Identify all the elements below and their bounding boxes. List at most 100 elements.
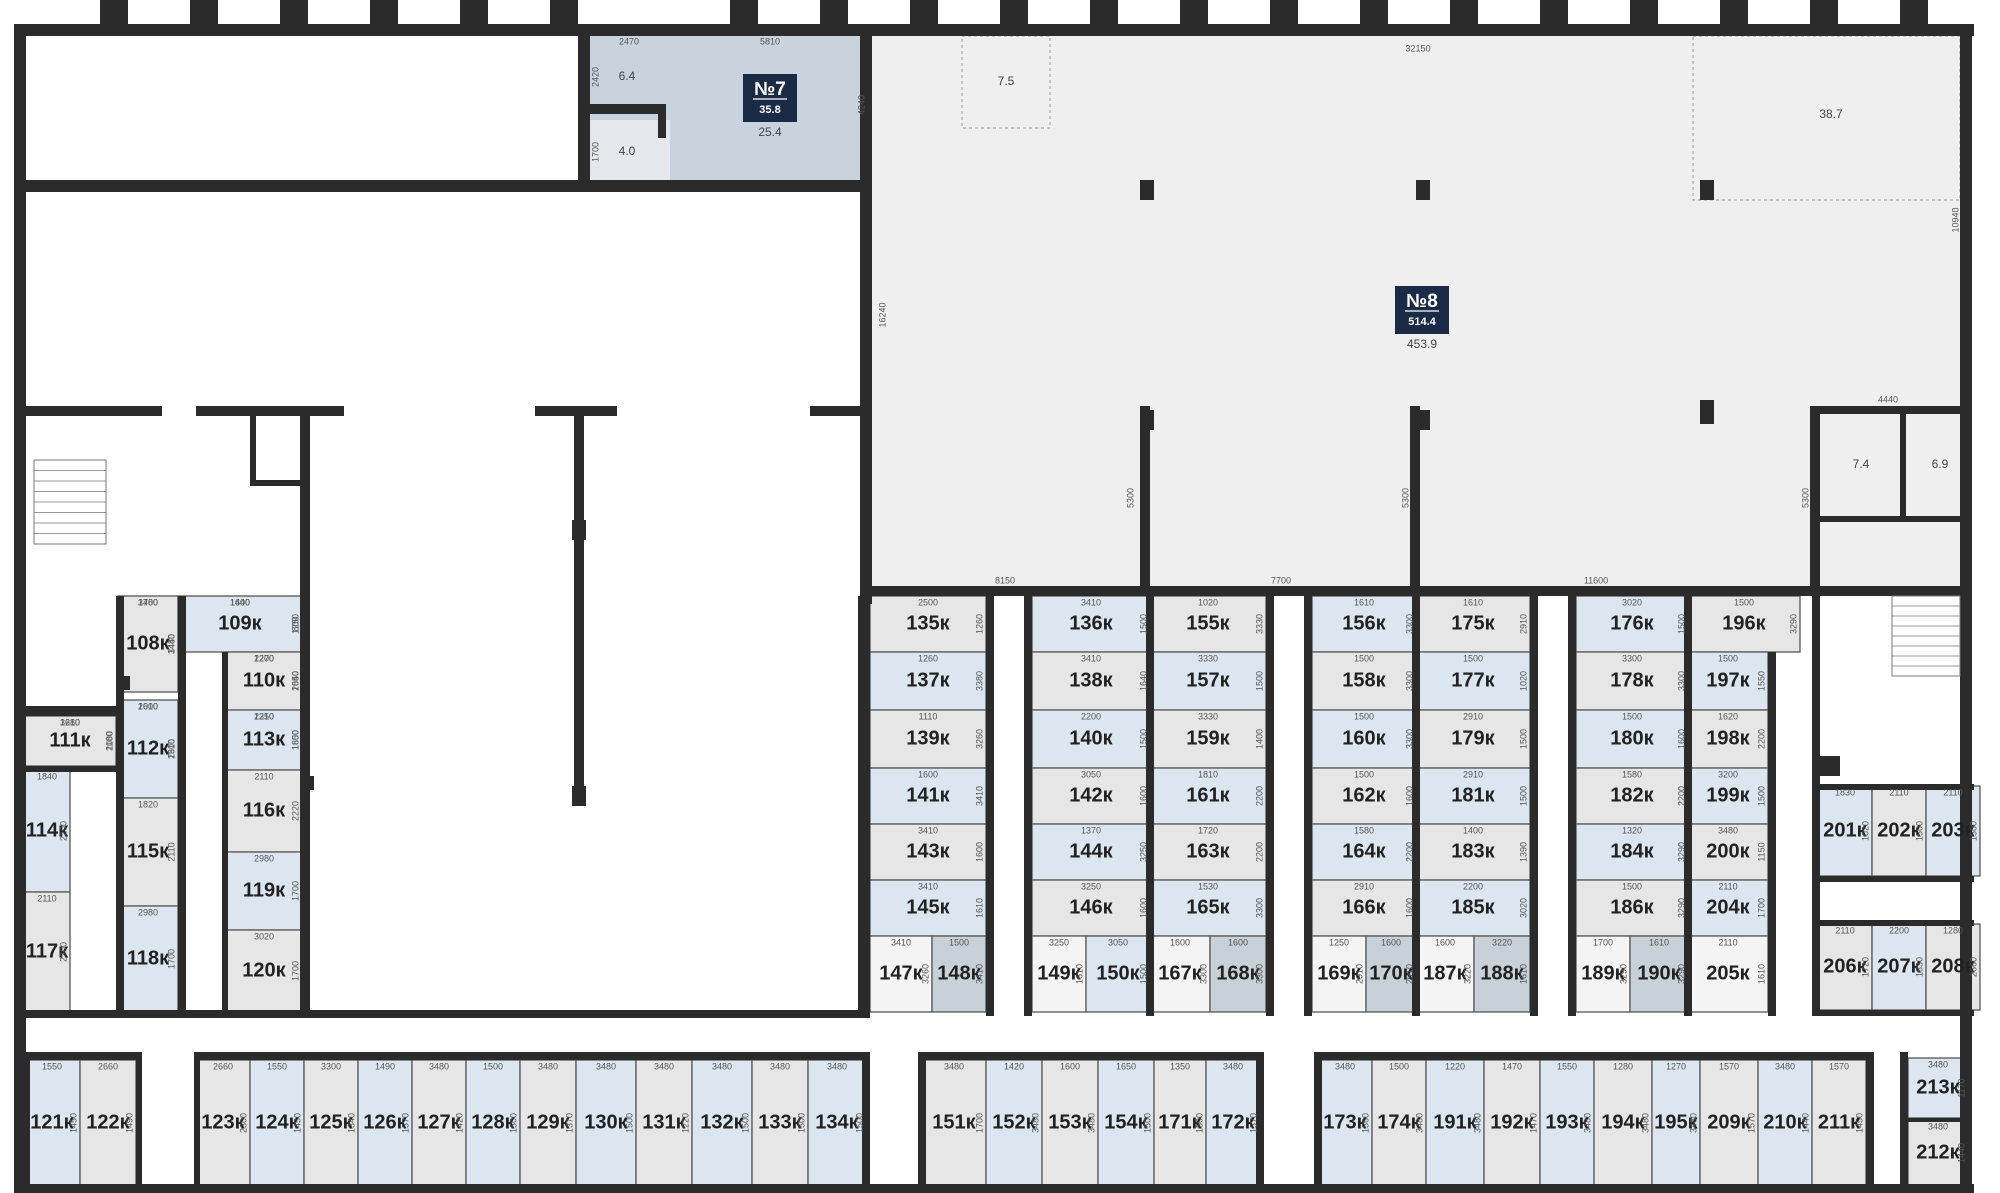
- wall-pier: [1090, 0, 1118, 30]
- storage-cell[interactable]: [635, 1059, 693, 1187]
- wall: [1140, 410, 1154, 430]
- storage-cell[interactable]: [1209, 935, 1267, 1013]
- storage-cell[interactable]: [1149, 879, 1267, 937]
- room-7-4[interactable]: [1822, 408, 1902, 520]
- storage-cell[interactable]: [23, 891, 71, 1013]
- storage-cell[interactable]: [1149, 651, 1267, 711]
- cell-dimension-label: 1820: [138, 799, 158, 809]
- wall-pier: [370, 0, 398, 30]
- storage-cell[interactable]: [1041, 1059, 1099, 1187]
- storage-cell[interactable]: [1687, 879, 1769, 937]
- cell-dimension-label: 3300: [1622, 653, 1642, 663]
- cell-label: 186к: [1610, 896, 1654, 918]
- storage-cell[interactable]: [921, 1059, 987, 1187]
- cell-dimension-label: 3300: [1254, 964, 1264, 984]
- wall: [1960, 24, 1972, 1193]
- storage-cell[interactable]: [1311, 651, 1417, 711]
- storage-cell[interactable]: [1687, 595, 1801, 653]
- cell-dimension-label: 3300: [1676, 671, 1686, 691]
- cell-label: 151к: [932, 1111, 976, 1133]
- storage-cell[interactable]: [1817, 923, 1873, 1011]
- storage-cell[interactable]: [1687, 651, 1769, 711]
- wall: [250, 406, 256, 486]
- dimension-label: 4440: [1878, 394, 1898, 404]
- storage-cell[interactable]: [1031, 709, 1151, 769]
- area-label: 6.9: [1932, 457, 1949, 471]
- storage-cell[interactable]: [1031, 935, 1087, 1013]
- storage-cell[interactable]: [1031, 767, 1151, 825]
- storage-cell[interactable]: [1365, 935, 1417, 1013]
- storage-cell[interactable]: [869, 935, 933, 1013]
- storage-cell[interactable]: [1415, 767, 1531, 825]
- storage-cell[interactable]: [117, 797, 179, 907]
- storage-cell[interactable]: [23, 1059, 81, 1187]
- storage-cell[interactable]: [1687, 767, 1769, 825]
- storage-cell[interactable]: [1085, 935, 1151, 1013]
- storage-cell[interactable]: [1757, 1059, 1813, 1187]
- storage-cell[interactable]: [1593, 1059, 1653, 1187]
- storage-cell[interactable]: [225, 769, 303, 853]
- room-6-9[interactable]: [1902, 408, 1970, 520]
- storage-cell[interactable]: [1415, 935, 1475, 1013]
- storage-cell[interactable]: [1311, 823, 1417, 881]
- storage-cell[interactable]: [195, 1059, 251, 1187]
- storage-cell[interactable]: [869, 767, 987, 825]
- storage-cell[interactable]: [1149, 823, 1267, 881]
- storage-cell[interactable]: [1031, 879, 1151, 937]
- storage-cell[interactable]: [177, 595, 303, 653]
- storage-cell[interactable]: [1205, 1059, 1261, 1187]
- cell-dimension-label: 1500: [1138, 964, 1148, 984]
- wall: [1146, 596, 1154, 1016]
- storage-cell[interactable]: [1907, 1119, 1969, 1187]
- cell-dimension-label: 2110: [37, 893, 56, 903]
- wall-pier: [1180, 0, 1208, 30]
- storage-cell[interactable]: [691, 1059, 753, 1187]
- storage-cell[interactable]: [1473, 935, 1531, 1013]
- storage-cell[interactable]: [303, 1059, 359, 1187]
- cell-dimension-label: 2980: [138, 907, 158, 917]
- wall: [986, 596, 994, 1016]
- storage-cell[interactable]: [807, 1059, 867, 1187]
- storage-cell[interactable]: [1811, 1059, 1867, 1187]
- storage-cell[interactable]: [79, 1059, 137, 1187]
- wall: [14, 596, 26, 686]
- cell-dimension-label: 3480: [1335, 1061, 1355, 1071]
- cell-dimension-label: 3020: [254, 931, 274, 941]
- storage-cell[interactable]: [1415, 595, 1531, 653]
- cell-dimension-label: 2110: [1718, 937, 1737, 947]
- cell-label: 155к: [1186, 612, 1230, 634]
- storage-cell[interactable]: [1539, 1059, 1595, 1187]
- cell-dimension-label: 1340: [346, 1113, 356, 1133]
- storage-cell[interactable]: [1575, 935, 1631, 1013]
- storage-cell[interactable]: [1483, 1059, 1541, 1187]
- storage-cell[interactable]: [1311, 879, 1417, 937]
- area-label: 4.0: [619, 144, 636, 158]
- cell-dimension-label: 3410: [918, 881, 938, 891]
- cell-label: 150к: [1096, 962, 1140, 984]
- storage-cell[interactable]: [519, 1059, 577, 1187]
- storage-cell[interactable]: [1415, 879, 1531, 937]
- cell-dimension-label: 1280: [1613, 1061, 1633, 1071]
- storage-cell[interactable]: [1311, 709, 1417, 769]
- wall: [1266, 596, 1274, 1016]
- storage-cell[interactable]: [117, 699, 179, 799]
- storage-cell[interactable]: [411, 1059, 467, 1187]
- storage-cell[interactable]: [1415, 709, 1531, 769]
- wall: [574, 406, 584, 786]
- cell-dimension-label: 1250: [290, 614, 300, 634]
- unit-8-badge[interactable]: №8 514.4: [1395, 286, 1449, 334]
- cell-dimension-label: 3330: [1198, 711, 1218, 721]
- storage-cell[interactable]: [1311, 767, 1417, 825]
- cell-dimension-label: 3250: [1138, 842, 1148, 862]
- dimension-label: 2420: [590, 67, 600, 87]
- cell-dimension-label: 2910: [1404, 964, 1414, 984]
- storage-cell[interactable]: [1575, 767, 1689, 825]
- storage-cell[interactable]: [1311, 935, 1367, 1013]
- storage-cell[interactable]: [1575, 651, 1689, 711]
- cell-label: 133к: [758, 1111, 802, 1133]
- cell-dimension-label: 1610: [1518, 964, 1528, 984]
- unit-7-badge[interactable]: №7 35.8: [743, 74, 797, 122]
- storage-cell[interactable]: [1031, 651, 1151, 711]
- storage-cell[interactable]: [1817, 785, 1873, 877]
- wall: [1314, 1052, 1874, 1060]
